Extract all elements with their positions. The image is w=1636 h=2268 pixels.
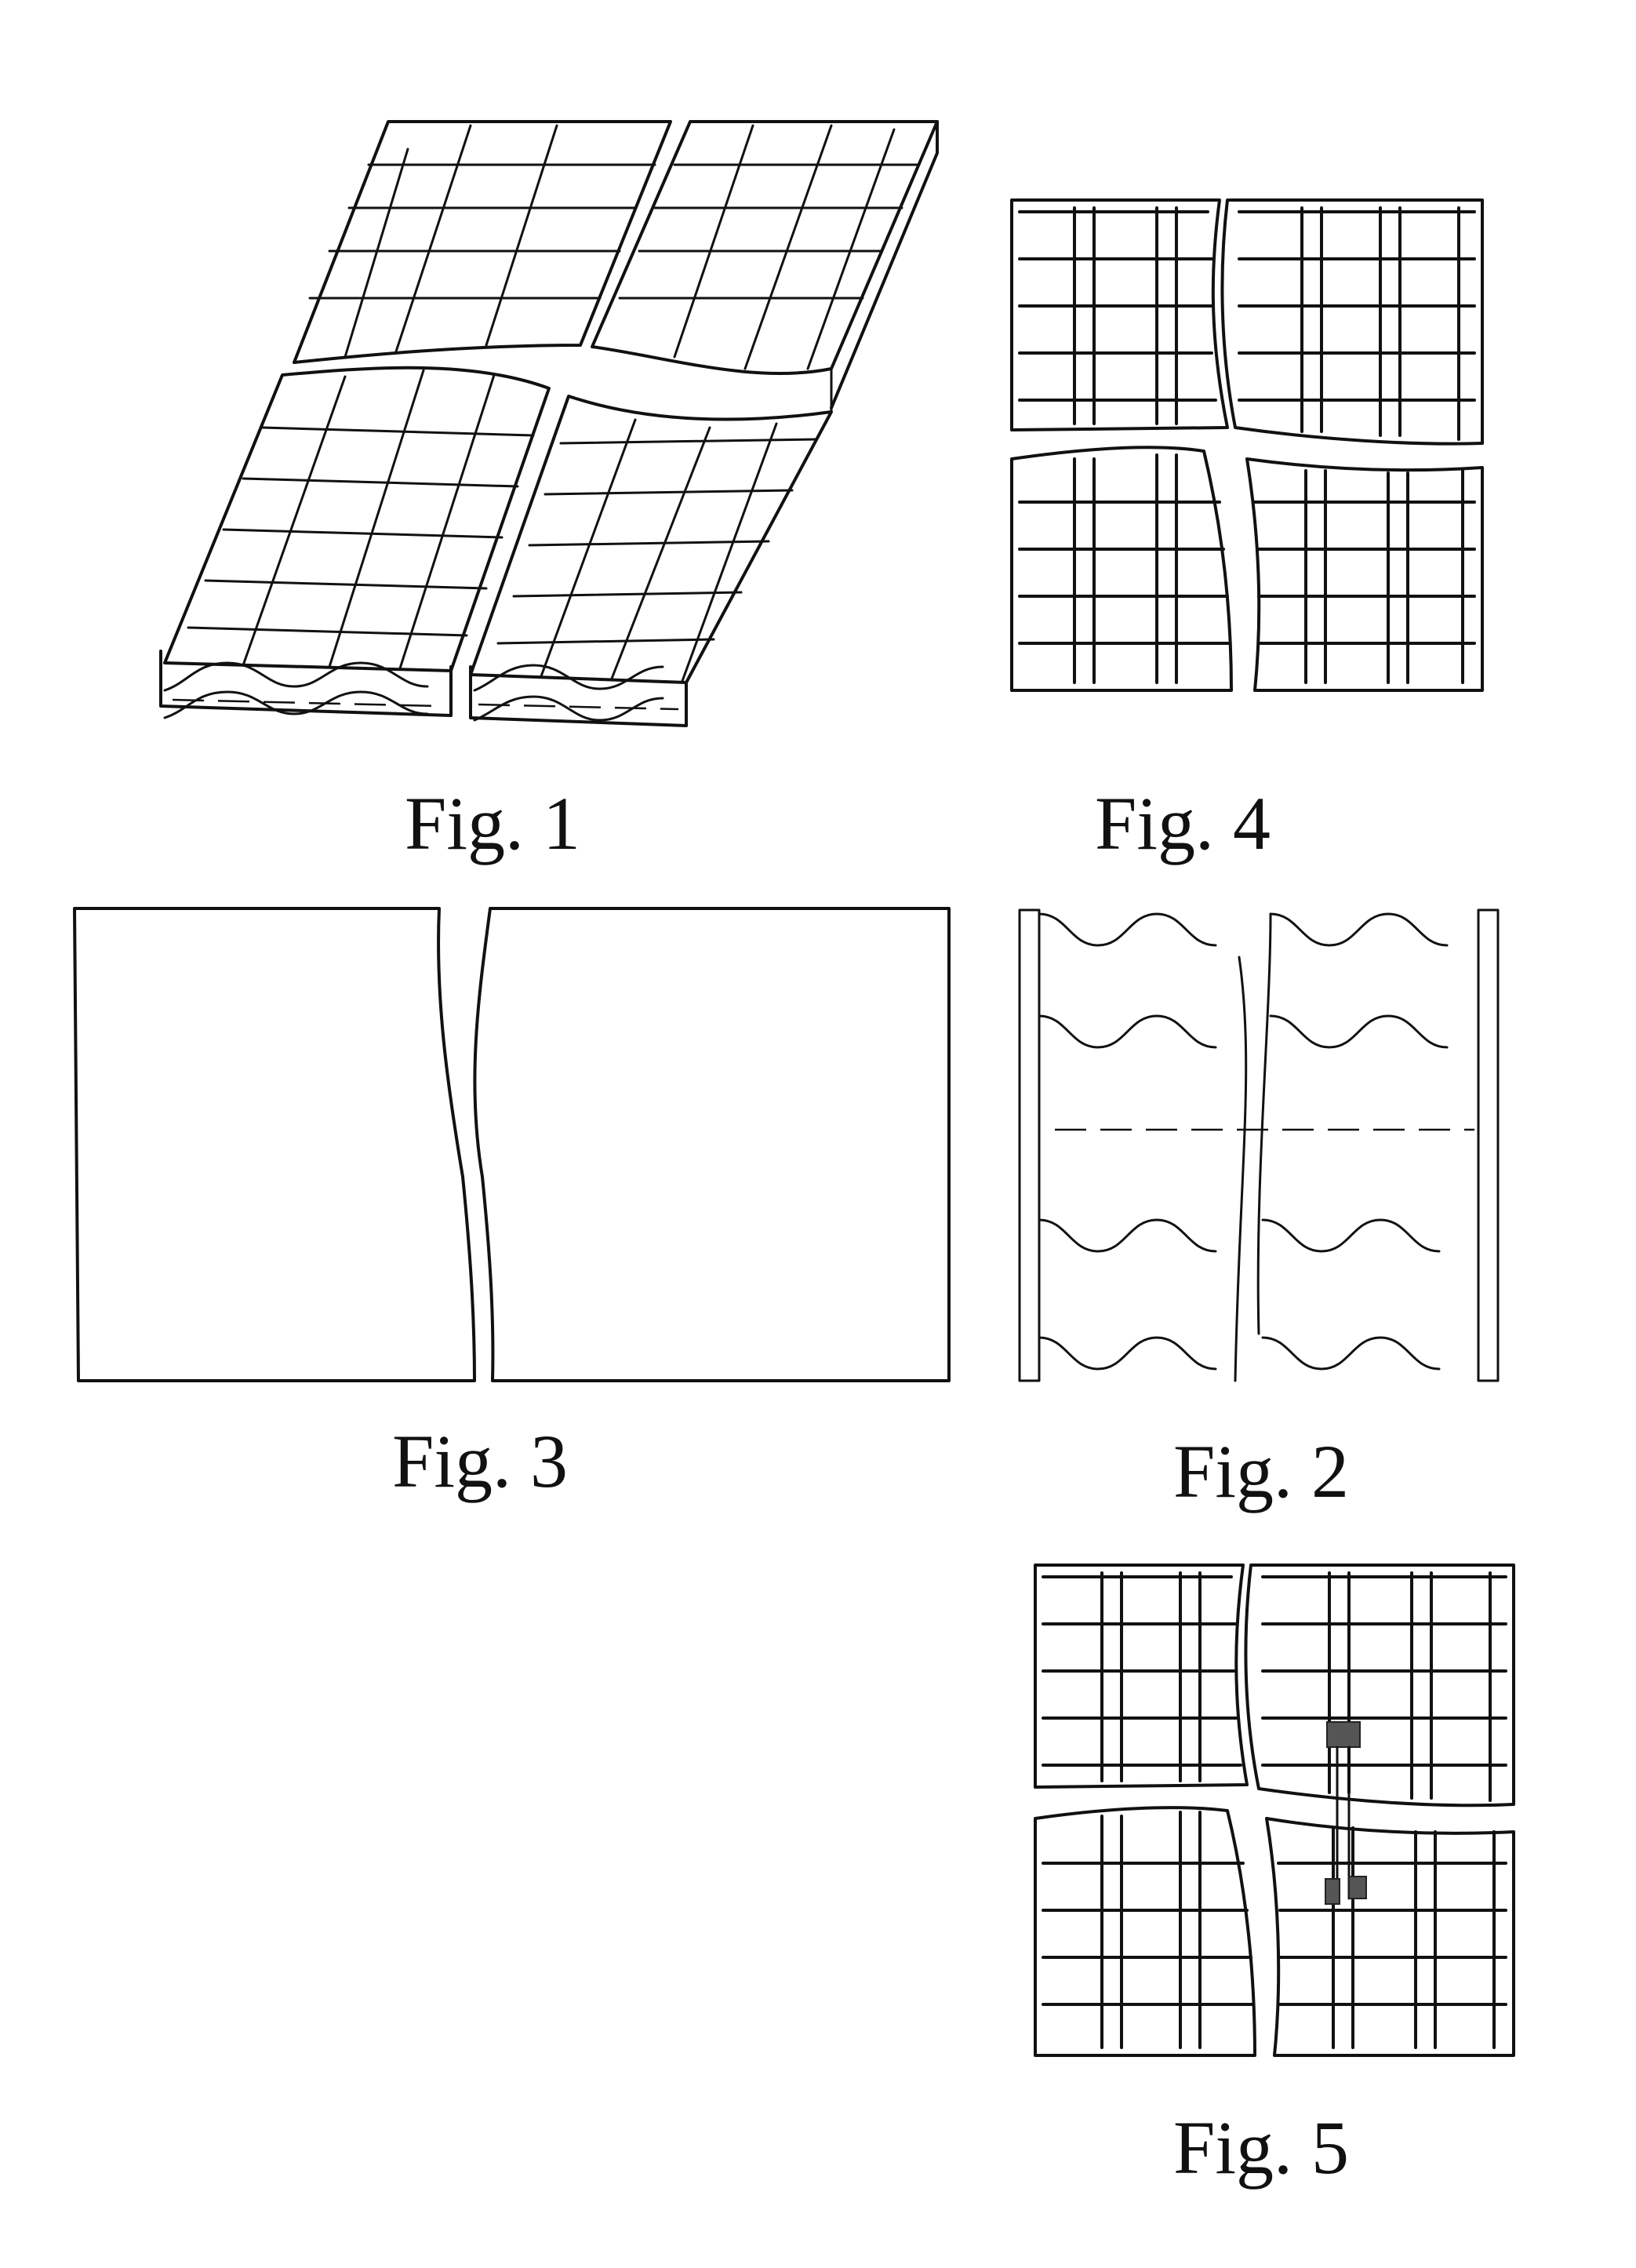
figure-2-side-view [1020, 910, 1498, 1381]
figure-1-label: Fig. 1 [405, 786, 580, 861]
figure-3-two-panels [75, 908, 949, 1381]
figure-3-label: Fig. 3 [392, 1424, 568, 1499]
figure-5-label: Fig. 5 [1173, 2110, 1349, 2186]
figure-5-grid-with-component [1035, 1565, 1514, 2055]
component [1325, 1722, 1366, 1904]
figure-2-label: Fig. 2 [1173, 1434, 1349, 1509]
figure-4-grid-top-view [1012, 200, 1482, 690]
figure-4-label: Fig. 4 [1095, 786, 1271, 861]
figure-1-perspective-panel [161, 122, 937, 726]
